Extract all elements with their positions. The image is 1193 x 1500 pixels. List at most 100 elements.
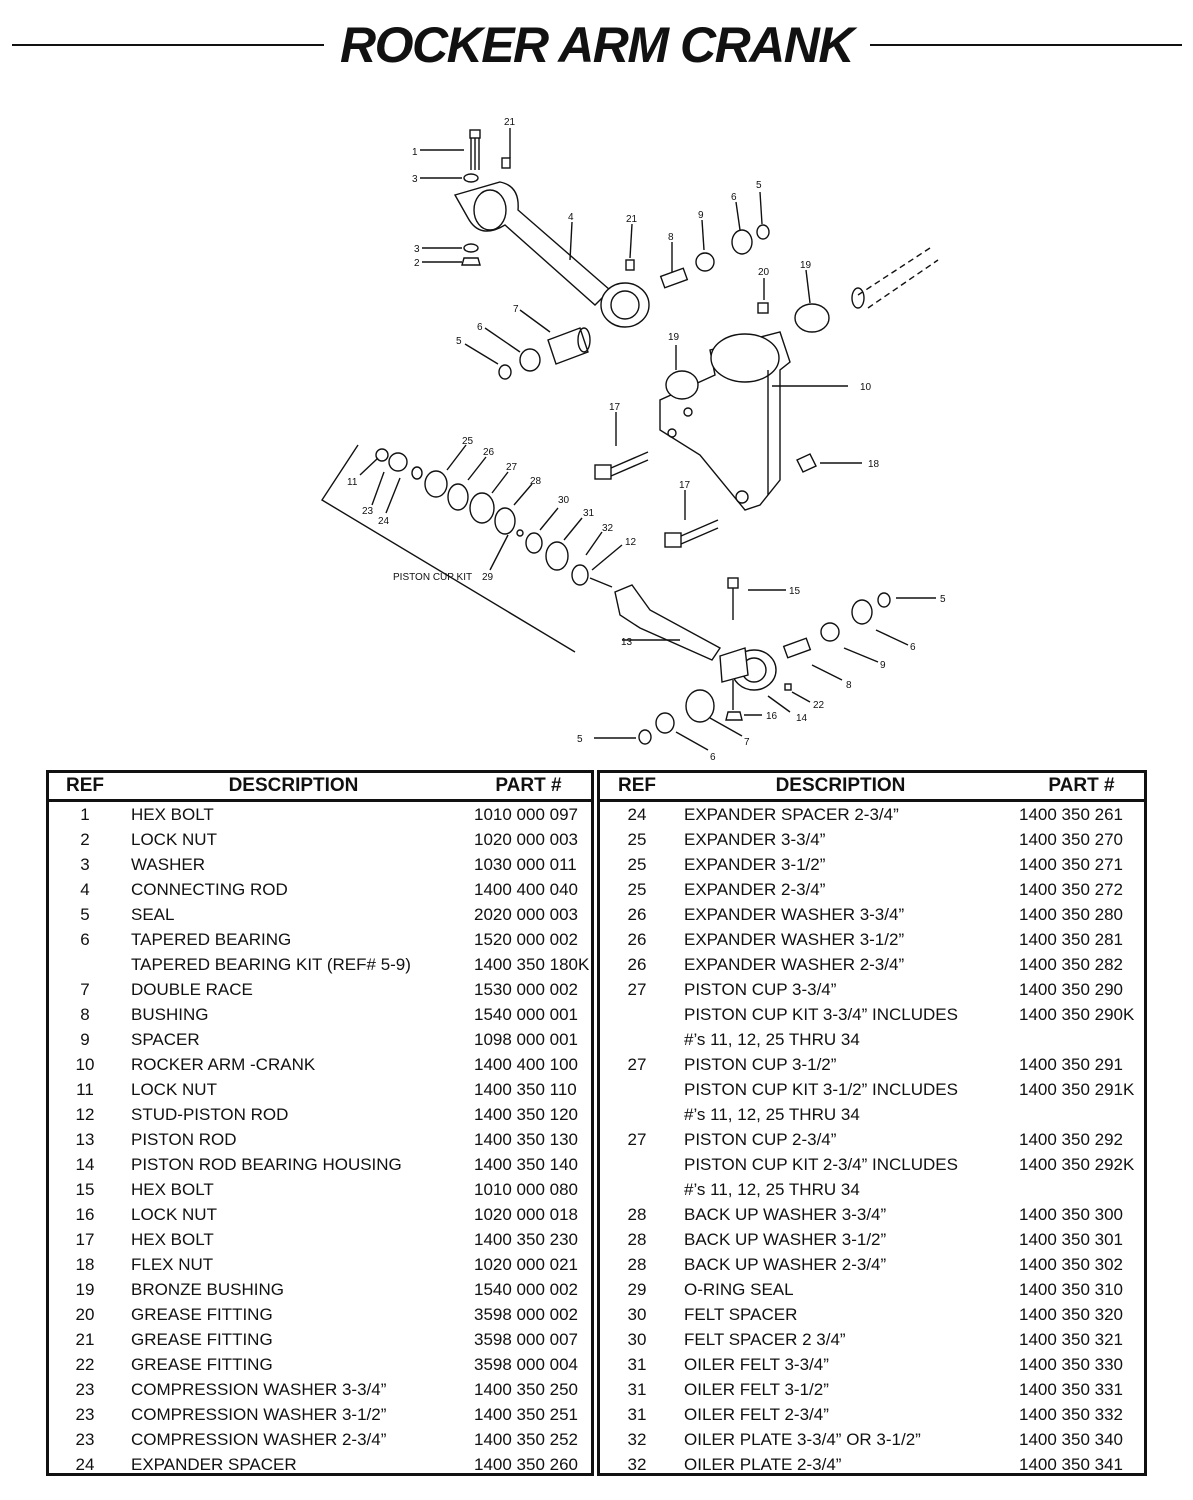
part-cell: 1400 350 291K [1019,1079,1135,1099]
description-cell: COMPRESSION WASHER 3-3/4” [131,1379,387,1399]
callout-26: 26 [483,447,495,458]
callout-32: 32 [602,523,614,534]
callout-22: 22 [813,700,825,711]
ref-cell: 3 [80,854,90,874]
callout-5d: 5 [577,734,583,745]
ref-cell: 24 [75,1454,95,1474]
part-cell: 1400 350 180K [474,954,590,974]
ref-cell: 4 [80,879,90,899]
description-cell: GREASE FITTING [131,1304,273,1324]
description-cell: FELT SPACER [684,1304,798,1324]
part-cell: 1540 000 001 [474,1004,578,1024]
callout-15: 15 [789,586,801,597]
description-cell: CONNECTING ROD [131,879,288,899]
description-cell: FELT SPACER 2 3/4” [684,1329,846,1349]
callout-5b: 5 [456,336,462,347]
ref-cell: 30 [627,1304,647,1324]
description-cell: EXPANDER 2-3/4” [684,879,826,899]
part-cell: 1540 000 002 [474,1279,578,1299]
callout-7: 7 [513,304,519,315]
ref-cell: 27 [627,1129,647,1149]
part-cell: 1530 000 002 [474,979,578,999]
exploded-parts-diagram: 1 2 3 3 4 5 5 5 5 6 6 6 6 7 7 8 8 9 9 10… [321,117,946,763]
description-cell: #’s 11, 12, 25 THRU 34 [684,1029,860,1049]
callout-31: 31 [583,508,595,519]
description-cell: PISTON CUP KIT 2-3/4” INCLUDES [684,1154,958,1174]
part-cell: 1400 400 040 [474,879,578,899]
description-cell: TAPERED BEARING [131,929,292,949]
ref-cell: 15 [75,1179,95,1199]
description-cell: GREASE FITTING [131,1329,273,1349]
ref-cell: 1 [80,804,90,824]
callout-17b: 17 [679,480,691,491]
ref-cell: 23 [75,1429,95,1449]
ref-cell: 27 [627,1054,647,1074]
part-cell: 1400 350 302 [1019,1254,1123,1274]
ref-cell: 30 [627,1329,647,1349]
part-cell: 1400 350 301 [1019,1229,1123,1249]
description-cell: SEAL [131,904,175,924]
callout-23: 23 [362,506,374,517]
callout-30: 30 [558,495,570,506]
ref-cell: 13 [75,1129,95,1149]
ref-cell: 32 [627,1429,647,1449]
ref-cell: 11 [76,1079,94,1099]
ref-cell: 23 [75,1404,95,1424]
callout-21b: 21 [626,214,638,225]
part-cell: 1020 000 003 [474,829,578,849]
ref-cell: 25 [627,879,647,899]
description-cell: OILER FELT 3-3/4” [684,1354,829,1374]
table-row: 4 CONNECTING ROD 1400 400 040 [49,877,591,902]
part-cell: 1400 350 260 [474,1454,578,1474]
description-cell: EXPANDER 3-3/4” [684,829,826,849]
description-cell: COMPRESSION WASHER 2-3/4” [131,1429,387,1449]
callout-24: 24 [378,516,390,527]
piston-cup-kit-label: PISTON CUP KIT [393,572,472,583]
description-cell: ROCKER ARM -CRANK [131,1054,316,1074]
table-row: 2 LOCK NUT 1020 000 003 [49,827,591,852]
part-cell: 1400 350 291 [1019,1054,1123,1074]
ref-cell: 24 [627,804,647,824]
callout-1: 1 [412,147,418,158]
description-cell: LOCK NUT [131,829,217,849]
title-rule-left [12,44,324,46]
header-ref: REF [66,775,104,796]
part-cell: 1400 350 292 [1019,1129,1123,1149]
part-cell: 1400 350 340 [1019,1429,1123,1449]
table-header: REF DESCRIPTION PART # [49,773,591,802]
ref-cell: 19 [75,1279,95,1299]
header-description: DESCRIPTION [228,775,359,796]
description-cell: O-RING SEAL [684,1279,794,1299]
ref-cell: 20 [75,1304,95,1324]
ref-cell: 2 [80,829,90,849]
description-cell: GREASE FITTING [131,1354,273,1374]
description-cell: BACK UP WASHER 3-3/4” [684,1204,887,1224]
table-row: #’s 11, 12, 25 THRU 34 [600,1027,1144,1052]
page-title: ROCKER ARM CRANK [339,17,855,73]
ref-cell: 16 [75,1204,95,1224]
callout-21: 21 [504,117,516,128]
description-cell: WASHER [131,854,205,874]
callout-12: 12 [625,537,637,548]
ref-cell: 25 [627,854,647,874]
part-cell: 1030 000 011 [474,854,577,874]
callout-18: 18 [868,459,880,470]
part-cell: 1400 350 280 [1019,904,1123,924]
